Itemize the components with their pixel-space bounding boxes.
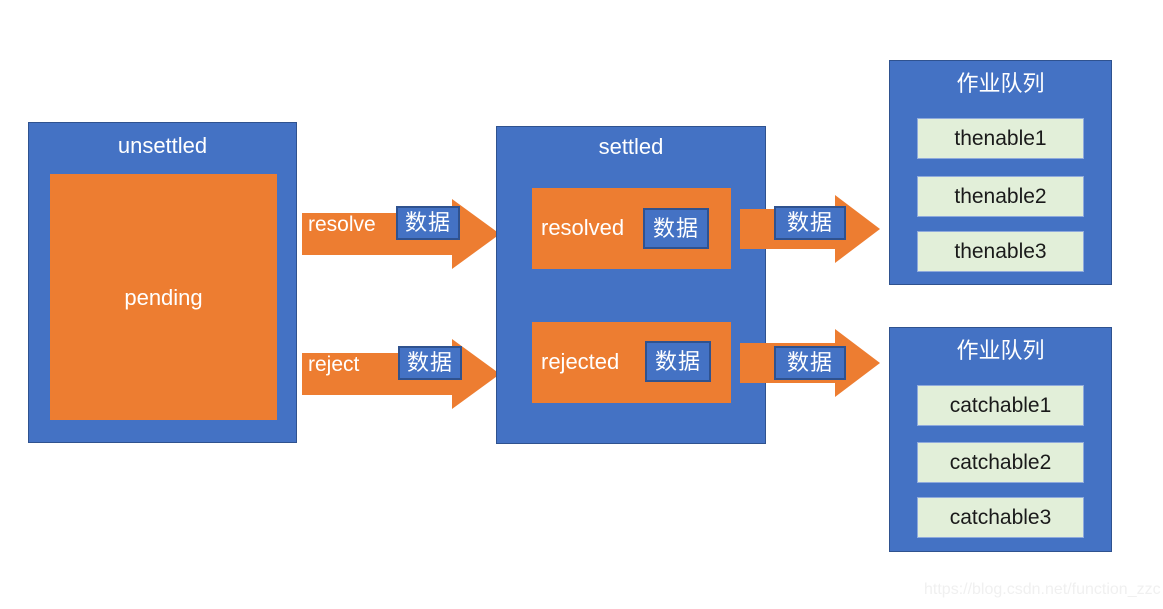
thenable-queue-title: 作业队列 [956,71,1045,96]
queue-item[interactable]: thenable3 [917,231,1084,272]
queue-item[interactable]: catchable2 [917,442,1084,483]
pending-box [50,174,277,420]
queue-item[interactable]: catchable3 [917,497,1084,538]
rejected-data-chip: 数据 [645,341,711,382]
queue-item[interactable]: thenable1 [917,118,1084,159]
unsettled-title: unsettled [117,133,208,158]
reject-arrow-label: reject [308,353,360,376]
catchable-queue-title: 作业队列 [956,338,1045,363]
rejected-dispatch-data-chip: 数据 [774,346,846,380]
watermark-text: https://blog.csdn.net/function_zzc [924,581,1161,598]
rejected-label: rejected [541,349,620,374]
queue-item[interactable]: catchable1 [917,385,1084,426]
pending-label: pending [124,285,203,310]
settled-title: settled [598,134,664,159]
resolved-label: resolved [541,215,625,240]
reject-data-chip: 数据 [398,346,462,380]
resolved-dispatch-data-chip: 数据 [774,206,846,240]
resolve-arrow-label: resolve [308,213,376,236]
queue-item[interactable]: thenable2 [917,176,1084,217]
resolve-data-chip: 数据 [396,206,460,240]
resolved-data-chip: 数据 [643,208,709,249]
